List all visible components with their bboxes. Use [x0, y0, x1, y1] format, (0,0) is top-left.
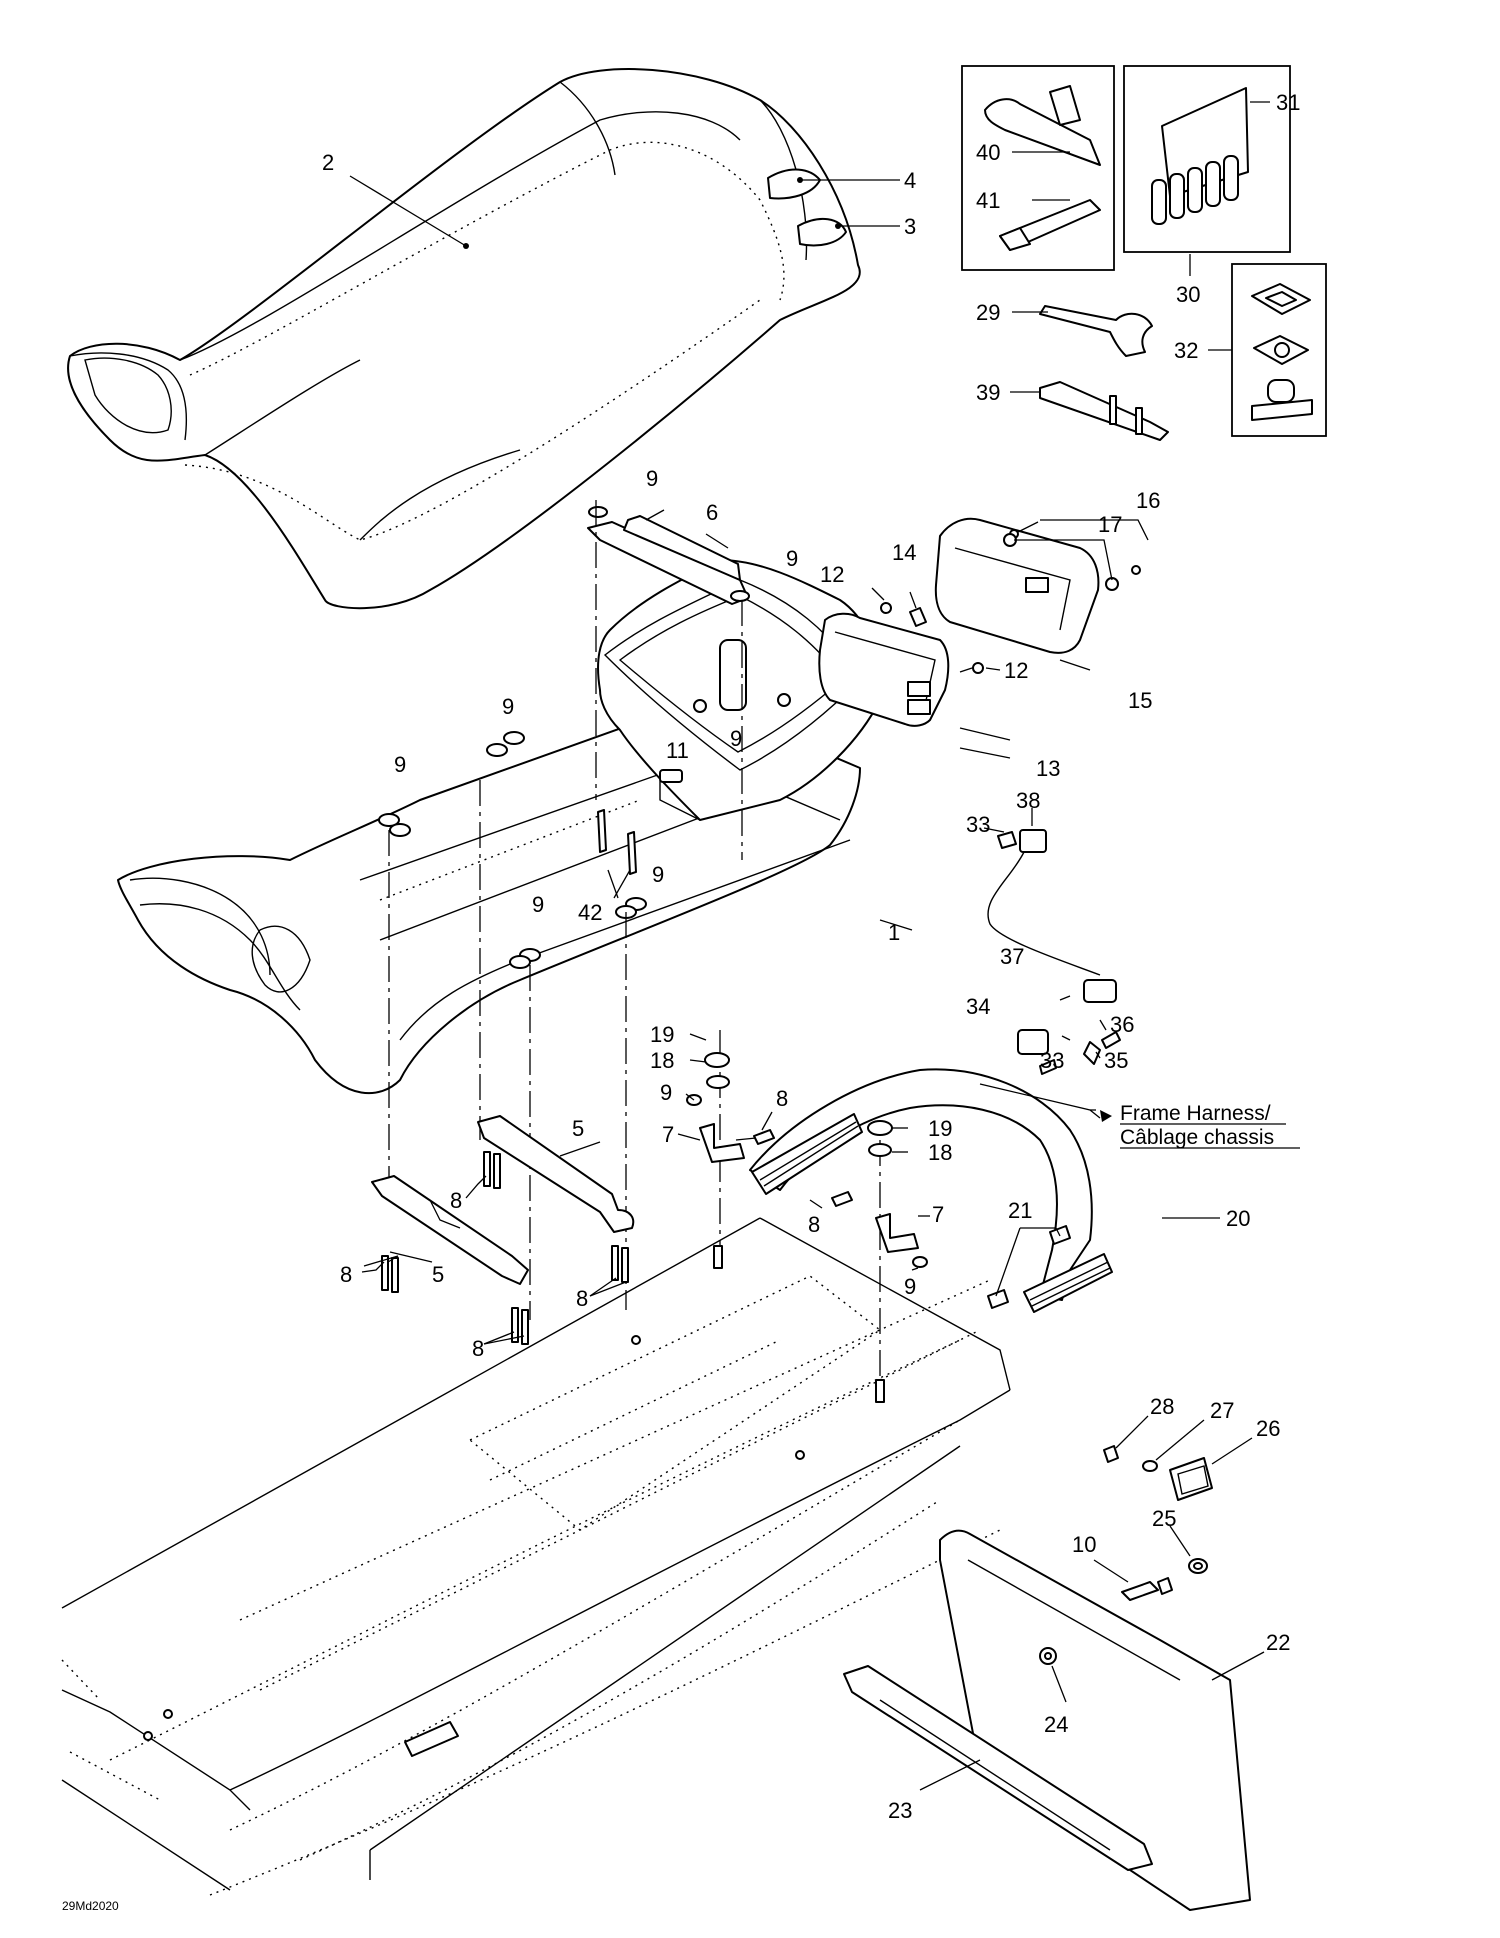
frame-harness-label-fr: Câblage chassis: [1120, 1126, 1274, 1149]
callout-14: 14: [892, 540, 916, 565]
grommet-set: [1251, 283, 1313, 421]
taillight-lens: [818, 612, 950, 727]
callout-34: 34: [966, 994, 990, 1019]
callout-41: 41: [976, 188, 1000, 213]
callout-16: 16: [1136, 488, 1160, 513]
callout-5: 5: [432, 1262, 444, 1287]
cross-brace-lower: [371, 1175, 529, 1285]
callout-24: 24: [1044, 1712, 1068, 1737]
harness-switch: [987, 829, 1101, 976]
callout-11: 11: [666, 738, 689, 763]
harness-connectors: [979, 979, 1121, 1122]
grab-handle: [749, 1068, 1113, 1313]
callout-9: 9: [904, 1274, 916, 1299]
callout-35: 35: [1104, 1048, 1128, 1073]
callout-9: 9: [652, 862, 664, 887]
callout-23: 23: [888, 1798, 912, 1823]
diagram-code: 29Md2020: [62, 1899, 119, 1913]
callout-10: 10: [1072, 1532, 1096, 1557]
callout-8: 8: [808, 1212, 820, 1237]
callout-13: 13: [1036, 756, 1060, 781]
callout-12: 12: [1004, 658, 1028, 683]
callout-8: 8: [450, 1188, 462, 1213]
callout-32: 32: [1174, 338, 1198, 363]
callout-1: 1: [888, 920, 900, 945]
callout-36: 36: [1110, 1012, 1134, 1037]
taillight-screws: [880, 521, 1141, 674]
callout-38: 38: [1016, 788, 1040, 813]
callout-8: 8: [472, 1336, 484, 1361]
tool-strap: [999, 199, 1101, 251]
callout-33: 33: [1040, 1048, 1064, 1073]
callout-25: 25: [1152, 1506, 1176, 1531]
callout-15: 15: [1128, 688, 1152, 713]
frame-fasteners: [378, 506, 750, 969]
callout-21: 21: [1008, 1198, 1032, 1223]
callout-19: 19: [650, 1022, 674, 1047]
callout-9: 9: [786, 546, 798, 571]
callout-22: 22: [1266, 1630, 1290, 1655]
callout-9: 9: [646, 466, 658, 491]
callout-29: 29: [976, 300, 1000, 325]
handle-bracket-right: [867, 1120, 928, 1268]
callout-19: 19: [928, 1116, 952, 1141]
callout-labels: 2 4 3 40 41 31 30 29 32 39 9 6 9 16 17 1…: [322, 90, 1300, 1823]
luggage-box: [597, 559, 881, 821]
callout-12: 12: [820, 562, 844, 587]
callout-9: 9: [502, 694, 514, 719]
callout-28: 28: [1150, 1394, 1174, 1419]
callout-37: 37: [1000, 944, 1024, 969]
leader-lines: [349, 101, 1270, 1791]
tool-holder-bracket: [984, 85, 1101, 166]
tool-roll-kit: [1151, 87, 1249, 225]
cross-brace-upper: [477, 1115, 635, 1233]
tunnel-chassis: [61, 1217, 1011, 1896]
callout-20: 20: [1226, 1206, 1250, 1231]
callout-9: 9: [660, 1080, 672, 1105]
callout-3: 3: [904, 214, 916, 239]
callout-8: 8: [576, 1286, 588, 1311]
callout-30: 30: [1176, 282, 1200, 307]
callout-9: 9: [394, 752, 406, 777]
callout-42: 42: [578, 900, 602, 925]
handle-pins: [735, 1129, 853, 1207]
tool-kit-box-right: [1123, 65, 1291, 253]
callout-18: 18: [928, 1140, 952, 1165]
tool-kit-box-left: [961, 65, 1115, 271]
taillight-housing: [934, 517, 1100, 654]
callout-31: 31: [1276, 90, 1300, 115]
callout-27: 27: [1210, 1398, 1234, 1423]
callout-7: 7: [932, 1202, 944, 1227]
callout-39: 39: [976, 380, 1000, 405]
handle-bracket-left: [686, 1052, 745, 1163]
alignment-lines: [388, 500, 881, 1380]
seat-emblem-lower: [797, 217, 847, 247]
callout-33: 33: [966, 812, 990, 837]
flap-plate-kit: [1103, 1445, 1213, 1501]
snow-flap: [939, 1529, 1251, 1911]
callout-7: 7: [662, 1122, 674, 1147]
callout-4: 4: [904, 168, 916, 193]
flap-reinforcement: [843, 1665, 1153, 1871]
callout-5: 5: [572, 1116, 584, 1141]
cover-bracket: [1039, 381, 1169, 441]
callout-17: 17: [1098, 512, 1122, 537]
callout-9: 9: [730, 726, 742, 751]
callout-18: 18: [650, 1048, 674, 1073]
seat-cushion: [67, 68, 861, 610]
callout-26: 26: [1256, 1416, 1280, 1441]
frame-harness-label-en: Frame Harness/: [1120, 1102, 1271, 1125]
callout-8: 8: [776, 1086, 788, 1111]
flap-fasteners: [1121, 1558, 1208, 1601]
callout-9: 9: [532, 892, 544, 917]
callout-40: 40: [976, 140, 1000, 165]
mounting-bracket-upper: [587, 515, 749, 605]
callout-6: 6: [706, 500, 718, 525]
spanner-wrench: [1039, 305, 1153, 357]
callout-8: 8: [340, 1262, 352, 1287]
callout-2: 2: [322, 150, 334, 175]
frame-harness-note: Frame Harness/ Câblage chassis: [1120, 1102, 1300, 1149]
